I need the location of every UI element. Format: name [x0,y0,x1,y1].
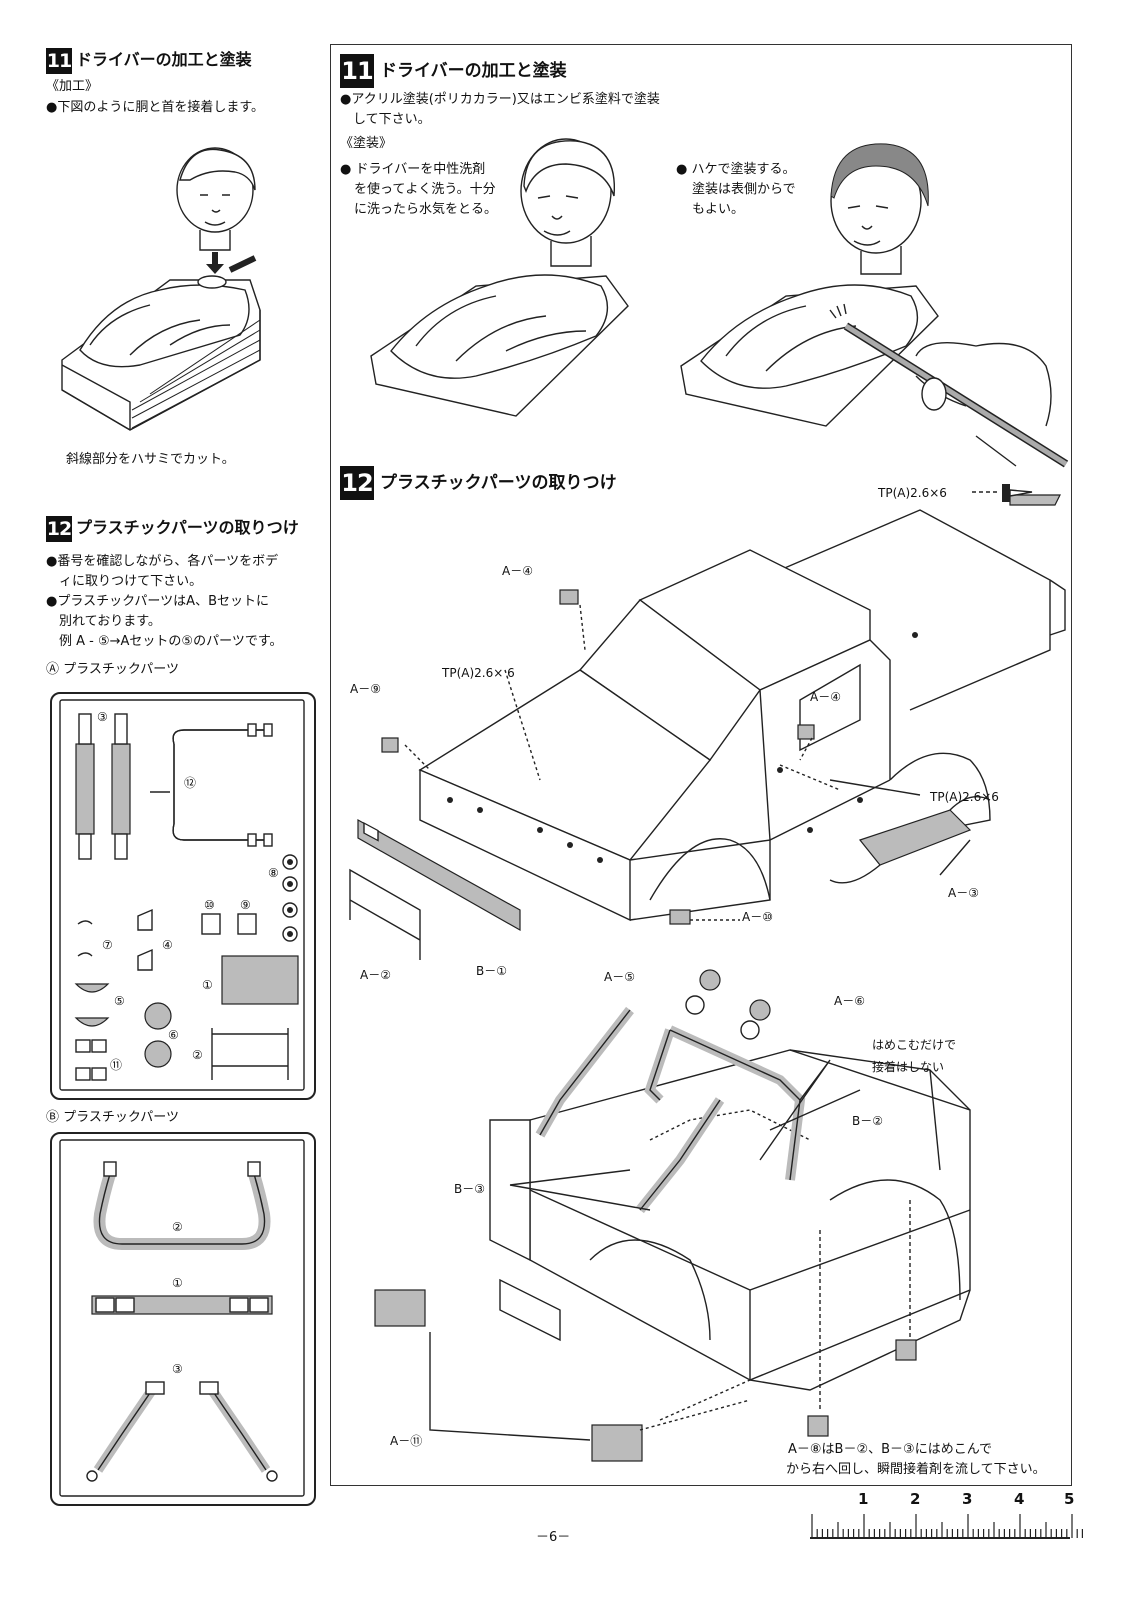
label-a6: A－⑥ [834,994,865,1008]
left-step12-title: プラスチックパーツの取りつけ [76,518,299,537]
part-a-label: ⑫ [184,776,197,790]
label-note-b: 接着はしない [872,1060,945,1074]
driver-wash-illustration [370,138,629,417]
left-step11-title: ドライバーの加工と塗装 [76,50,252,69]
truck-rear-view-drawing [374,969,971,1462]
right-step11-number: 11 [340,54,374,88]
parts-tree-b: ② ① ③ [50,1132,316,1506]
label-a5: A－⑤ [604,970,635,984]
part-a-label: ① [202,978,213,992]
right-step12-title: プラスチックパーツの取りつけ [380,473,617,493]
left-step12-number: 12 [46,515,72,542]
label-tp-right: TP(A)2.6×6 [930,790,999,804]
bottom-note-line1: A－⑧はB－②、B－③にはめこんで [788,1442,993,1457]
label-a9: A－⑨ [350,682,381,696]
parts-tree-b-drawing [59,1139,305,1497]
label-a2: A－② [360,968,391,982]
label-b1: B－① [476,964,507,978]
label-b3: B－③ [454,1182,485,1196]
part-a-label: ⑦ [102,938,113,952]
parts-tree-a-drawing [59,699,305,1091]
page-number: －6－ [536,1530,571,1545]
parts-tree-a: ③ ⑫ ⑧ ⑩ ⑨ ⑦ ④ ① ⑤ ⑥ ② ⑪ [50,692,316,1100]
right-step11-title: ドライバーの加工と塗装 [380,61,567,81]
wash-note-line: を使ってよく洗う。十分 [354,182,496,197]
wash-note: ● ドライバーを中性洗剤 を使ってよく洗う。十分 に洗ったら水気をとる。 [340,160,497,220]
part-a-label: ⑤ [114,994,125,1008]
driver-paint-illustration [680,143,1069,468]
label-a3: A－③ [948,886,979,900]
right-step11-heading: 11 ドライバーの加工と塗装 [340,54,567,88]
paint-note-line: もよい。 [692,202,745,217]
part-a-label: ⑨ [240,898,251,912]
bottom-note-line2: から右へ回し、瞬間接着剤を流して下さい。 [786,1462,1046,1477]
label-a4-mid: A－④ [810,690,841,704]
ruler-label: 4 [1014,1490,1025,1508]
part-a-label: ⑧ [268,866,279,880]
step-bullet-2-icon: ● [676,162,688,177]
left-step12-line: ●プラスチックパーツはA、Bセットに [46,594,269,609]
parts-set-b-title: Ⓑ プラスチックパーツ [46,1110,179,1125]
left-step12-line: ィに取りつけて下さい。 [46,574,203,589]
ruler-label: 1 [858,1490,869,1508]
label-a10: A－⑩ [742,910,773,924]
paint-note: ● ハケで塗装する。 塗装は表側からで もよい。 [676,160,796,220]
left-step11-subtitle: 《加工》 [46,79,99,94]
part-a-label: ④ [162,938,173,952]
left-step12-line: 例 A - ⑤→Aセットの⑤のパーツです。 [46,634,283,649]
truck-front-view-drawing [349,494,1066,960]
step-bullet-1-icon: ● [340,162,352,177]
right-step11-subtitle: 《塗装》 [340,136,393,151]
wash-note-line: に洗ったら水気をとる。 [354,202,498,217]
left-step11-caption: 斜線部分をハサミでカット。 [66,452,235,467]
left-step11-number: 11 [46,47,72,74]
driver-assembly-illustration [61,147,261,431]
label-a11: A－⑪ [390,1434,423,1448]
right-step12-number: 12 [340,466,374,500]
part-a-label: ⑩ [204,898,215,912]
part-a-label: ⑥ [168,1028,179,1042]
ruler: 1 2 3 4 5 [806,1490,1083,1542]
right-step11-line2: して下さい。 [340,112,431,127]
right-step12-heading: 12 プラスチックパーツの取りつけ [340,466,617,500]
screw-icon [972,484,1033,502]
part-a-label: ② [192,1048,203,1062]
label-tp-mid: TP(A)2.6× 6 [442,666,515,680]
left-step12-line: 別れております。 [46,614,161,629]
label-note-a: はめこむだけで [872,1038,957,1052]
label-tp-top: TP(A)2.6×6 [878,486,947,500]
part-a-label: ⑪ [110,1058,123,1072]
left-step12-text-block: ●番号を確認しながら、各パーツをボデ ィに取りつけて下さい。 ●プラスチックパー… [46,552,283,652]
part-b-label: ② [172,1220,183,1234]
ruler-label: 3 [962,1490,973,1508]
ruler-label: 5 [1064,1490,1075,1508]
ruler-label: 2 [910,1490,921,1508]
paint-note-line: 塗装は表側からで [692,182,796,197]
right-step11-line1: ●アクリル塗装(ポリカカラー)又はエンビ系塗料で塗装 [340,92,660,107]
left-step11-text: ●下図のように胴と首を接着します。 [46,100,265,115]
label-a4-top: A－④ [502,564,533,578]
right-instruction-panel [330,44,1072,1486]
part-b-label: ③ [172,1362,183,1376]
ruler-ticks [810,1514,1083,1539]
paint-note-line: ハケで塗装する。 [691,162,796,177]
label-b2: B－② [852,1114,883,1128]
part-a-label: ③ [97,710,108,724]
wash-note-line: ドライバーを中性洗剤 [355,162,486,177]
part-b-label: ① [172,1276,183,1290]
left-step12-line: ●番号を確認しながら、各パーツをボデ [46,554,279,569]
parts-set-a-title: Ⓐ プラスチックパーツ [46,662,179,677]
